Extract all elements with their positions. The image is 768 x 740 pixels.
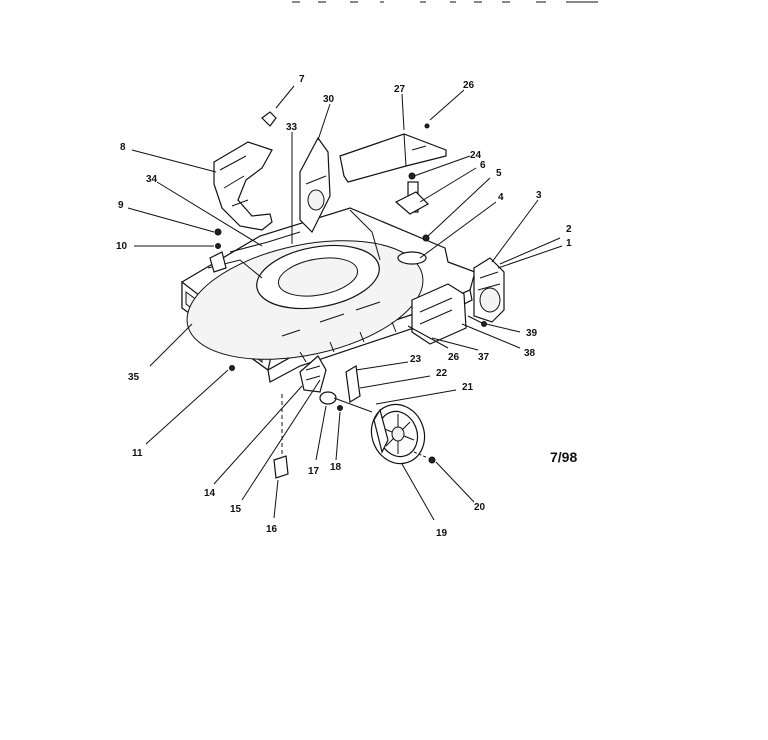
part-7-clip <box>261 111 277 127</box>
mower-deck <box>181 207 476 383</box>
callout-39: 39 <box>526 328 538 339</box>
callout-21: 21 <box>462 382 474 393</box>
part-22-lever <box>345 365 361 403</box>
leader-lines <box>127 85 563 521</box>
hardware-left <box>209 228 227 273</box>
callout-17: 17 <box>308 466 320 477</box>
callout-38: 38 <box>524 348 536 359</box>
callout-27: 27 <box>394 84 406 95</box>
callout-33: 33 <box>286 122 298 133</box>
callout-1: 1 <box>566 238 572 249</box>
callout-16: 16 <box>266 524 278 535</box>
hardware-stack <box>394 123 430 265</box>
callout-18: 18 <box>330 462 342 473</box>
part-18-bolt <box>333 397 373 413</box>
date-code: 7/98 <box>550 449 577 465</box>
callout-4: 4 <box>498 192 504 203</box>
callout-15: 15 <box>230 504 242 515</box>
callout-8: 8 <box>120 142 126 153</box>
callout-22: 22 <box>436 368 448 379</box>
part-37-bracket <box>411 283 467 345</box>
part-11-screw <box>229 365 235 371</box>
part-3-wheel-bracket <box>473 257 505 323</box>
part-8-deflector <box>213 141 273 231</box>
part-17-spacer <box>319 391 337 405</box>
part-19-wheel <box>370 403 426 465</box>
callout-19: 19 <box>436 528 448 539</box>
callout-23: 23 <box>410 354 422 365</box>
callout-34: 34 <box>146 174 158 185</box>
callout-30: 30 <box>323 94 335 105</box>
callout-7: 7 <box>299 74 305 85</box>
callout-6: 6 <box>480 160 486 171</box>
callout-2: 2 <box>566 224 572 235</box>
part-16-plate <box>273 394 289 479</box>
callout-10: 10 <box>116 241 128 252</box>
callout-labels: 7 30 27 26 33 8 24 6 34 5 3 4 9 2 10 1 3… <box>116 74 572 539</box>
callout-5: 5 <box>496 168 502 179</box>
part-30-plate <box>299 136 331 234</box>
callout-9: 9 <box>118 200 124 211</box>
callout-35: 35 <box>128 372 140 383</box>
callout-3: 3 <box>536 190 542 201</box>
part-27-flap <box>339 133 447 183</box>
part-14-adjuster-plate <box>299 355 327 393</box>
callout-26-lower: 26 <box>448 352 460 363</box>
callout-26-top: 26 <box>463 80 475 91</box>
callout-37: 37 <box>478 352 490 363</box>
callout-24: 24 <box>470 150 482 161</box>
callout-14: 14 <box>204 488 216 499</box>
callout-20: 20 <box>474 502 486 513</box>
callout-11: 11 <box>132 448 143 459</box>
part-20-bolt <box>413 451 436 464</box>
